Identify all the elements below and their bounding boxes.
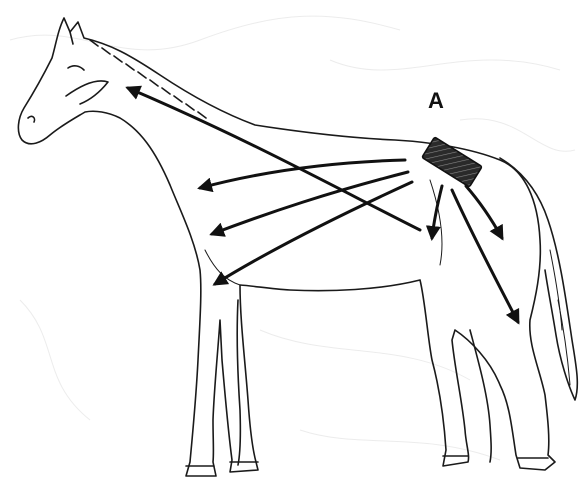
patch-a-label: A [428, 88, 444, 113]
arrow-to-chest-upper [200, 160, 405, 188]
horse-nostril [28, 116, 35, 122]
patch-a [422, 137, 482, 187]
arrow-to-chest-middle [212, 172, 408, 234]
mane-braids [90, 40, 206, 118]
arrow-to-belly [432, 186, 442, 238]
horse-eye [68, 66, 84, 70]
horse-body-outline [18, 18, 555, 476]
radiation-arrows [128, 88, 518, 322]
far-foreleg [237, 300, 240, 465]
background-texture [10, 16, 575, 460]
horse-outline [18, 18, 577, 476]
horse-jaw [66, 81, 108, 104]
arrow-to-head [128, 88, 420, 230]
arrow-to-foreleg [215, 182, 412, 284]
far-hindleg [470, 330, 491, 462]
